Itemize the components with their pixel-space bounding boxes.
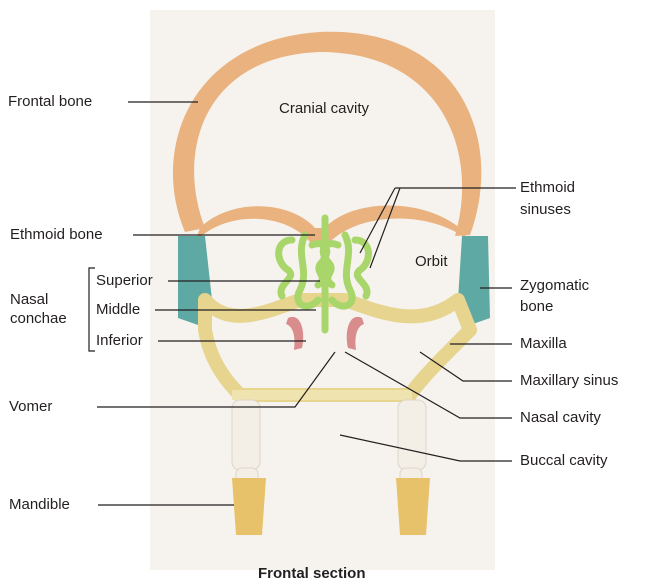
label-zygomatic-line2: bone [520,298,553,316]
label-nasal-cavity: Nasal cavity [520,409,601,427]
label-zygomatic-line1: Zygomatic [520,277,589,295]
label-maxilla: Maxilla [520,335,567,353]
teeth-right-shape [398,400,426,490]
label-maxillary-sinus: Maxillary sinus [520,372,618,390]
teeth-left-shape [232,400,260,490]
bracket-nasal-conchae [89,268,95,351]
label-ethmoid-bone: Ethmoid bone [10,226,103,244]
label-middle: Middle [96,301,140,319]
label-ethmoid-sinuses-line1: Ethmoid [520,179,575,197]
figure-caption: Frontal section [258,565,366,583]
mandible-left-shape [232,478,266,535]
label-ethmoid-sinuses-line2: sinuses [520,201,571,219]
label-vomer: Vomer [9,398,52,416]
label-cranial-cavity: Cranial cavity [279,100,369,118]
palate-shape [232,390,412,400]
label-buccal-cavity: Buccal cavity [520,452,608,470]
label-orbit: Orbit [415,253,448,271]
label-mandible: Mandible [9,496,70,514]
label-frontal-bone: Frontal bone [8,93,92,111]
label-superior: Superior [96,272,153,290]
label-nasal-conchae-line1: Nasal [10,291,48,309]
label-nasal-conchae-line2: conchae [10,310,67,328]
label-inferior: Inferior [96,332,143,350]
mandible-right-shape [396,478,430,535]
